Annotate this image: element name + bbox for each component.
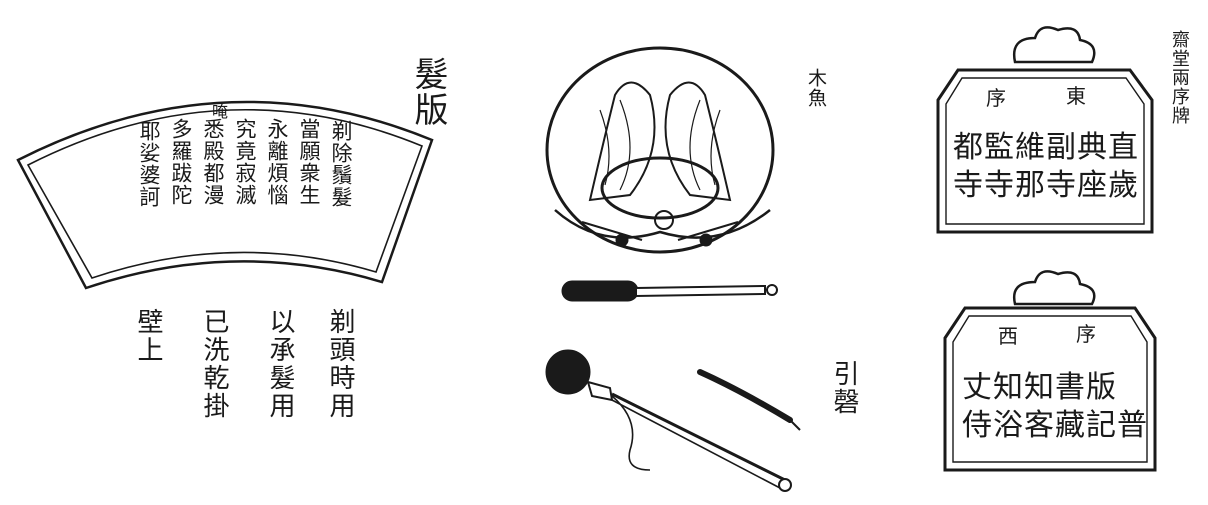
east-plaque-header-right: 東: [1066, 84, 1086, 108]
west-plaque-line-1: 丈知知書版: [962, 370, 1117, 405]
wooden-fish-drawing: [545, 46, 775, 254]
west-plaque-frame: [943, 270, 1157, 472]
caption-column-3: 已洗乾掛: [199, 308, 229, 420]
east-plaque-line-2: 寺寺那寺座歲: [953, 168, 1139, 203]
hand-chime-drawing: [545, 349, 801, 492]
fan-column-6: 多羅跋陀: [169, 118, 193, 206]
hand-chime-label: 引磬: [829, 360, 859, 416]
fan-column-7: 耶娑婆訶: [137, 120, 161, 208]
fan-column-3: 永離煩惱: [265, 118, 289, 206]
fan-column-4: 究竟寂滅: [233, 118, 257, 206]
west-plaque-header-left: 西: [998, 324, 1018, 348]
fan-top-syllable: 唵: [212, 102, 229, 121]
hair-board-fan-outline: [16, 100, 434, 290]
east-plaque-line-1: 都監維副典直: [953, 130, 1139, 165]
east-plaque-frame: [936, 26, 1154, 234]
caption-column-4: 壁上: [133, 308, 163, 364]
caption-column-2: 以承髮用: [265, 308, 295, 420]
fan-column-1: 剃除鬚髮: [329, 120, 353, 208]
east-plaque-header-left: 序: [986, 86, 1006, 110]
fan-column-2: 當願衆生: [297, 118, 321, 206]
mallet-drawing: [561, 280, 778, 302]
hair-board-title: 髮版: [408, 56, 448, 128]
west-plaque-header-right: 序: [1076, 322, 1096, 346]
plaques-side-label: 齋堂兩序牌: [1169, 30, 1190, 125]
caption-column-1: 剃頭時用: [325, 308, 355, 420]
wooden-fish-label: 木魚: [805, 68, 827, 108]
fan-column-5: 悉殿都漫: [201, 118, 225, 206]
west-plaque-line-2: 侍浴客藏記普: [962, 408, 1148, 443]
